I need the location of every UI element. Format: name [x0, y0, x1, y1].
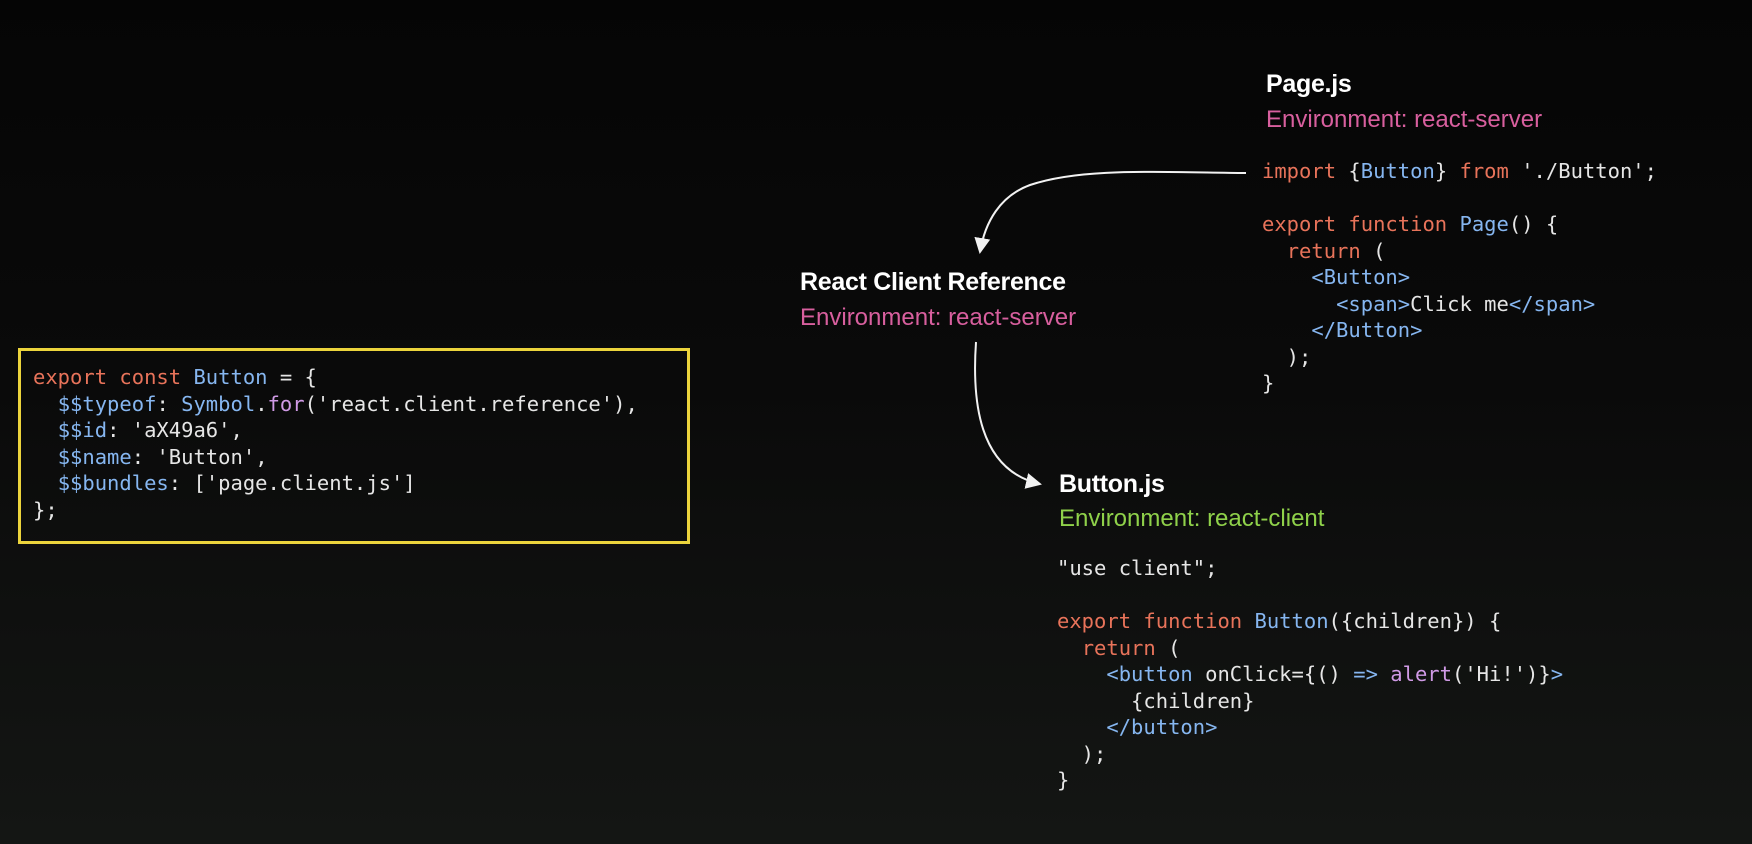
button-file-title: Button.js	[1059, 470, 1165, 498]
page-file-code: import {Button} from './Button'; export …	[1262, 158, 1657, 397]
code-line: };	[33, 497, 58, 522]
code-line: import {Button} from './Button';	[1262, 159, 1657, 183]
code-line: "use client";	[1057, 556, 1218, 580]
code-line: <span>Click me</span>	[1336, 291, 1596, 316]
page-file-title: Page.js	[1266, 70, 1352, 98]
code-line: </button>	[1106, 715, 1218, 739]
code-line: );	[1057, 741, 1107, 766]
code-line: }	[1262, 371, 1275, 395]
code-line: return (	[1286, 238, 1386, 263]
code-line: {children}	[1057, 688, 1255, 713]
button-file-environment: Environment: react-client	[1059, 505, 1325, 532]
reference-node-environment: Environment: react-server	[800, 304, 1077, 331]
page-file-environment: Environment: react-server	[1266, 106, 1543, 133]
code-line: $$typeof: Symbol.for('react.client.refer…	[57, 391, 638, 416]
arrow-page-to-reference	[974, 170, 1247, 254]
arrow-reference-to-button	[974, 341, 1042, 489]
client-reference-code: export const Button = { $$typeof: Symbol…	[33, 364, 638, 523]
code-line: export const Button = {	[33, 365, 317, 389]
code-line: return (	[1081, 635, 1181, 660]
code-line: export function Page() {	[1262, 212, 1559, 236]
code-line: $$name: 'Button',	[57, 444, 268, 469]
client-reference-code-box: export const Button = { $$typeof: Symbol…	[18, 348, 690, 544]
button-file-code: "use client"; export function Button({ch…	[1057, 555, 1563, 794]
code-line: export function Button({children}) {	[1057, 609, 1502, 633]
code-line: </Button>	[1311, 318, 1423, 342]
code-line: $$id: 'aX49a6',	[57, 418, 243, 442]
code-line: $$bundles: ['page.client.js']	[57, 471, 416, 495]
reference-node-title: React Client Reference	[800, 268, 1066, 296]
code-line: <Button>	[1311, 265, 1411, 289]
code-line: <button onClick={() => alert('Hi!')}>	[1106, 662, 1564, 686]
code-line: );	[1262, 344, 1312, 369]
code-line: }	[1057, 768, 1070, 792]
